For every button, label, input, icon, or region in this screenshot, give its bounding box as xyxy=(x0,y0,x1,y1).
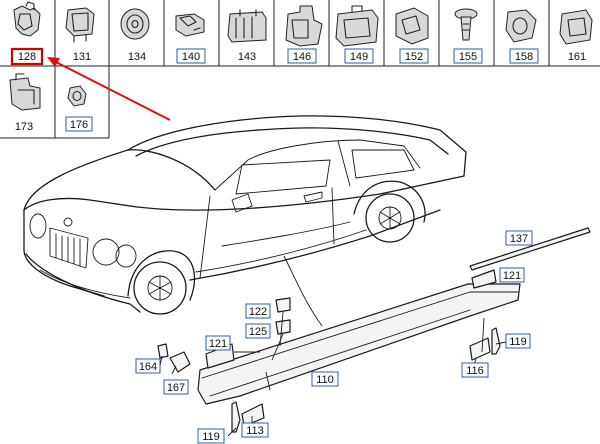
thumb-label-131[interactable]: 131 xyxy=(73,51,91,63)
callout-labels: 137 121 122 125 121 119 164 167 xyxy=(135,230,533,444)
nut-icon-158 xyxy=(505,9,537,43)
svg-text:155: 155 xyxy=(459,51,477,63)
grommet-icon-134 xyxy=(120,8,150,40)
svg-text:152: 152 xyxy=(405,51,423,63)
clip-icon-140 xyxy=(175,13,205,37)
callout-164[interactable]: 164 xyxy=(135,358,161,374)
svg-text:121: 121 xyxy=(503,270,521,282)
svg-text:122: 122 xyxy=(249,306,267,318)
clip-icon-146 xyxy=(285,5,323,47)
svg-text:164: 164 xyxy=(139,361,157,373)
callout-119-front[interactable]: 119 xyxy=(197,428,225,444)
callout-113[interactable]: 113 xyxy=(241,422,269,438)
pointer-arrow xyxy=(47,57,171,121)
thumb-label-173[interactable]: 173 xyxy=(15,121,33,133)
svg-text:121: 121 xyxy=(209,338,227,350)
clip-icon-149 xyxy=(335,5,379,47)
screw-164[interactable] xyxy=(157,343,169,359)
svg-text:119: 119 xyxy=(202,431,220,443)
svg-text:137: 137 xyxy=(510,233,528,245)
callout-119-rear[interactable]: 119 xyxy=(505,333,531,349)
thumb-label-158[interactable]: 158 xyxy=(509,48,539,64)
thumb-label-128[interactable]: 128 xyxy=(10,47,44,66)
svg-text:116: 116 xyxy=(466,365,484,377)
nut-icon-176 xyxy=(67,85,87,107)
thumbnail-labels: 128 131 134 140 143 146 149 152 155 158 … xyxy=(10,47,586,133)
end-cap-121-rear[interactable] xyxy=(471,269,497,289)
pad-113[interactable] xyxy=(241,403,265,427)
svg-text:146: 146 xyxy=(293,51,311,63)
screw-119-front[interactable] xyxy=(231,401,241,433)
thumb-label-143[interactable]: 143 xyxy=(238,51,256,63)
svg-text:113: 113 xyxy=(246,425,264,437)
pad-116[interactable] xyxy=(469,337,491,361)
thumbnail-grid xyxy=(0,0,600,139)
thumb-label-134[interactable]: 134 xyxy=(128,51,146,63)
callout-121-rear[interactable]: 121 xyxy=(499,267,525,283)
callout-167[interactable]: 167 xyxy=(163,379,189,395)
clip-icon-128 xyxy=(13,1,41,37)
side-sill-panel[interactable] xyxy=(197,283,521,405)
svg-text:140: 140 xyxy=(182,51,200,63)
push-rivet-icon-155 xyxy=(454,8,478,41)
thumb-label-149[interactable]: 149 xyxy=(344,48,374,64)
clip-icon-131 xyxy=(65,7,95,43)
thumb-label-146[interactable]: 146 xyxy=(287,48,317,64)
car-illustration xyxy=(23,115,467,327)
bracket-167[interactable] xyxy=(169,351,191,373)
svg-text:128: 128 xyxy=(18,51,36,63)
callout-122[interactable]: 122 xyxy=(245,303,271,319)
callout-125[interactable]: 125 xyxy=(245,323,271,339)
side-sill-assembly xyxy=(157,227,591,437)
thumb-label-176[interactable]: 176 xyxy=(65,116,93,132)
callout-137[interactable]: 137 xyxy=(505,230,533,246)
svg-text:176: 176 xyxy=(70,119,88,131)
thumb-label-155[interactable]: 155 xyxy=(453,48,483,64)
thumb-label-161[interactable]: 161 xyxy=(568,51,586,63)
svg-text:149: 149 xyxy=(350,51,368,63)
clip-icon-143 xyxy=(227,9,267,43)
callout-116[interactable]: 116 xyxy=(461,362,489,378)
svg-text:119: 119 xyxy=(509,336,527,348)
clip-icon-161 xyxy=(559,9,593,45)
svg-text:158: 158 xyxy=(515,51,533,63)
clip-125[interactable] xyxy=(275,319,291,335)
screw-119-rear[interactable] xyxy=(491,327,501,355)
callout-121-front[interactable]: 121 xyxy=(205,335,231,351)
svg-text:110: 110 xyxy=(316,374,334,386)
svg-text:125: 125 xyxy=(249,326,267,338)
trim-strip-137[interactable] xyxy=(469,227,591,271)
thumb-label-152[interactable]: 152 xyxy=(399,48,429,64)
callout-110[interactable]: 110 xyxy=(311,371,339,387)
thumb-label-140[interactable]: 140 xyxy=(176,48,206,64)
clip-122[interactable] xyxy=(275,297,291,313)
clip-icon-173 xyxy=(9,73,41,111)
svg-text:167: 167 xyxy=(167,382,185,394)
clip-icon-152 xyxy=(395,7,429,45)
